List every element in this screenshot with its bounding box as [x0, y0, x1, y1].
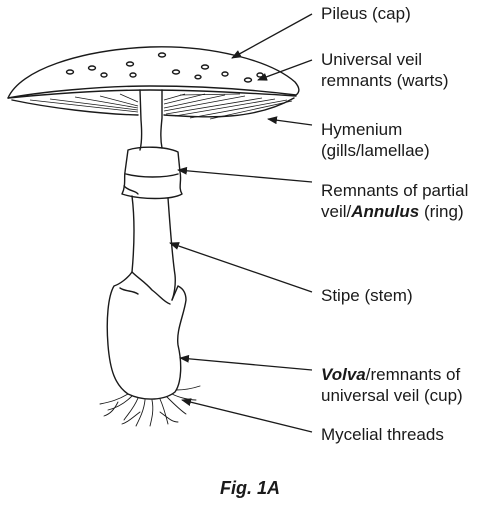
- stipe-stem: [131, 195, 176, 301]
- figure-caption: Fig. 1A: [219, 478, 280, 498]
- label-warts: Universal veil remnants (warts): [321, 49, 449, 91]
- label-warts-line1: Universal veil: [321, 50, 423, 69]
- label-annulus-line2-pre: veil/: [321, 202, 352, 221]
- volva-cup: [106, 271, 187, 400]
- pointer-arrows: [169, 13, 313, 433]
- annulus-ring: [121, 146, 183, 200]
- label-annulus-line2: veil/Annulus (ring): [321, 201, 468, 222]
- label-stipe: Stipe (stem): [321, 285, 413, 306]
- label-volva-term: Volva: [321, 365, 366, 384]
- label-volva-line1-post: /remnants of: [365, 365, 461, 384]
- label-hymenium: Hymenium (gills/lamellae): [321, 119, 430, 161]
- label-volva-line1: Volva/remnants of: [321, 364, 463, 385]
- label-annulus-line1: Remnants of partial: [321, 181, 469, 200]
- label-mycelial-text: Mycelial threads: [321, 425, 444, 444]
- upper-stipe: [139, 89, 163, 151]
- label-annulus-line2-post: (ring): [419, 202, 464, 221]
- mycelial-threads: [99, 385, 201, 427]
- label-annulus-term: Annulus: [351, 202, 420, 221]
- label-volva: Volva/remnants of universal veil (cup): [321, 364, 463, 406]
- label-warts-line2: remnants (warts): [321, 71, 449, 90]
- label-hymenium-line2: (gills/lamellae): [321, 141, 430, 160]
- label-stipe-text: Stipe (stem): [321, 286, 413, 305]
- label-pileus-text: Pileus (cap): [321, 4, 411, 23]
- label-pileus: Pileus (cap): [321, 3, 411, 24]
- label-annulus: Remnants of partial veil/Annulus (ring): [321, 180, 468, 222]
- hymenium-gills: [11, 93, 295, 120]
- label-hymenium-line1: Hymenium: [321, 120, 403, 139]
- label-volva-line2: universal veil (cup): [321, 386, 463, 405]
- label-mycelial: Mycelial threads: [321, 424, 444, 445]
- pileus-cap: [7, 46, 300, 99]
